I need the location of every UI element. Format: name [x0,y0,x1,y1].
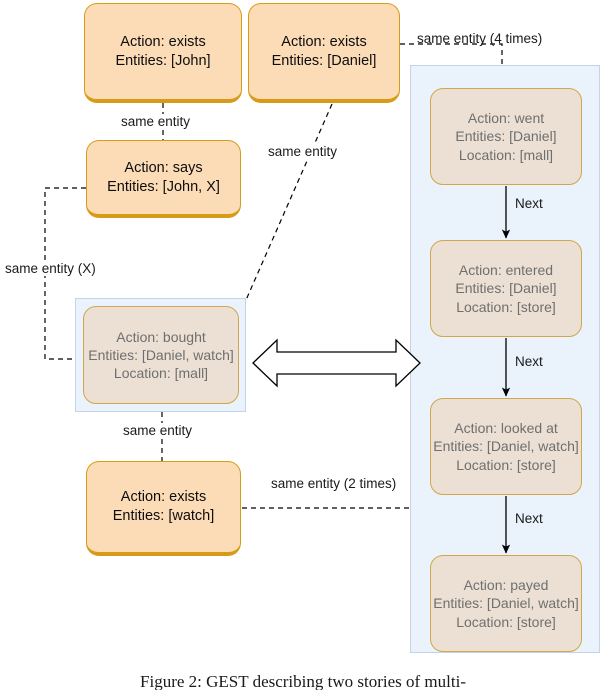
label-same-entity-watch-bought: same entity [122,423,194,438]
equivalence-double-arrow [252,338,421,388]
node-action: Action: exists [120,33,206,50]
node-exists-watch[interactable]: Action: exists Entities: [watch] [86,461,241,556]
label-same-entity-4-times: same entity (4 times) [417,31,543,46]
label-next-3: Next [515,511,543,526]
node-payed[interactable]: Action: payed Entities: [Daniel, watch] … [430,555,582,652]
node-action: Action: says [124,159,203,176]
edge-same-entity-4-times [400,43,503,66]
node-action: Action: entered [458,262,554,279]
node-entered[interactable]: Action: entered Entities: [Daniel] Locat… [430,240,582,337]
node-looked-at[interactable]: Action: looked at Entities: [Daniel, wat… [430,398,582,495]
node-location: Location: [mall] [458,146,554,163]
node-went[interactable]: Action: went Entities: [Daniel] Location… [430,88,582,185]
label-next-2: Next [515,354,543,369]
node-entities: Entities: [John] [115,52,211,69]
node-action: Action: exists [281,33,367,50]
label-same-entity-2-times: same entity (2 times) [271,476,397,491]
edge-same-entity-daniel [245,103,333,301]
node-entities: Entities: [Daniel] [455,280,557,297]
node-location: Location: [mall] [113,365,209,382]
node-entities: Entities: [watch] [112,508,215,524]
figure-caption: Figure 2: GEST describing two stories of… [140,672,466,690]
label-same-entity-john: same entity [120,114,192,129]
node-location: Location: [store] [456,298,556,315]
node-action: Action: bought [116,328,206,345]
label-same-entity-x: same entity (X) [4,261,97,276]
node-entities: Entities: [Daniel] [455,128,557,145]
node-location: Location: [store] [456,456,556,473]
node-exists-daniel[interactable]: Action: exists Entities: [Daniel] [248,3,400,103]
node-location: Location: [store] [456,613,556,630]
node-entities: Entities: [Daniel] [271,52,377,69]
node-says[interactable]: Action: says Entities: [John, X] [86,140,241,218]
node-entities: Entities: [Daniel, watch] [433,438,579,455]
label-next-1: Next [515,196,543,211]
node-action: Action: exists [120,489,207,506]
node-entities: Entities: [Daniel, watch] [88,346,234,363]
node-entities: Entities: [John, X] [107,178,220,195]
node-action: Action: went [467,110,545,127]
node-action: Action: payed [463,577,549,594]
node-exists-john[interactable]: Action: exists Entities: [John] [84,3,242,103]
node-entities: Entities: [Daniel, watch] [433,595,579,612]
node-bought[interactable]: Action: bought Entities: [Daniel, watch]… [83,306,239,404]
label-same-entity-daniel: same entity [267,144,339,159]
node-action: Action: looked at [454,420,558,437]
